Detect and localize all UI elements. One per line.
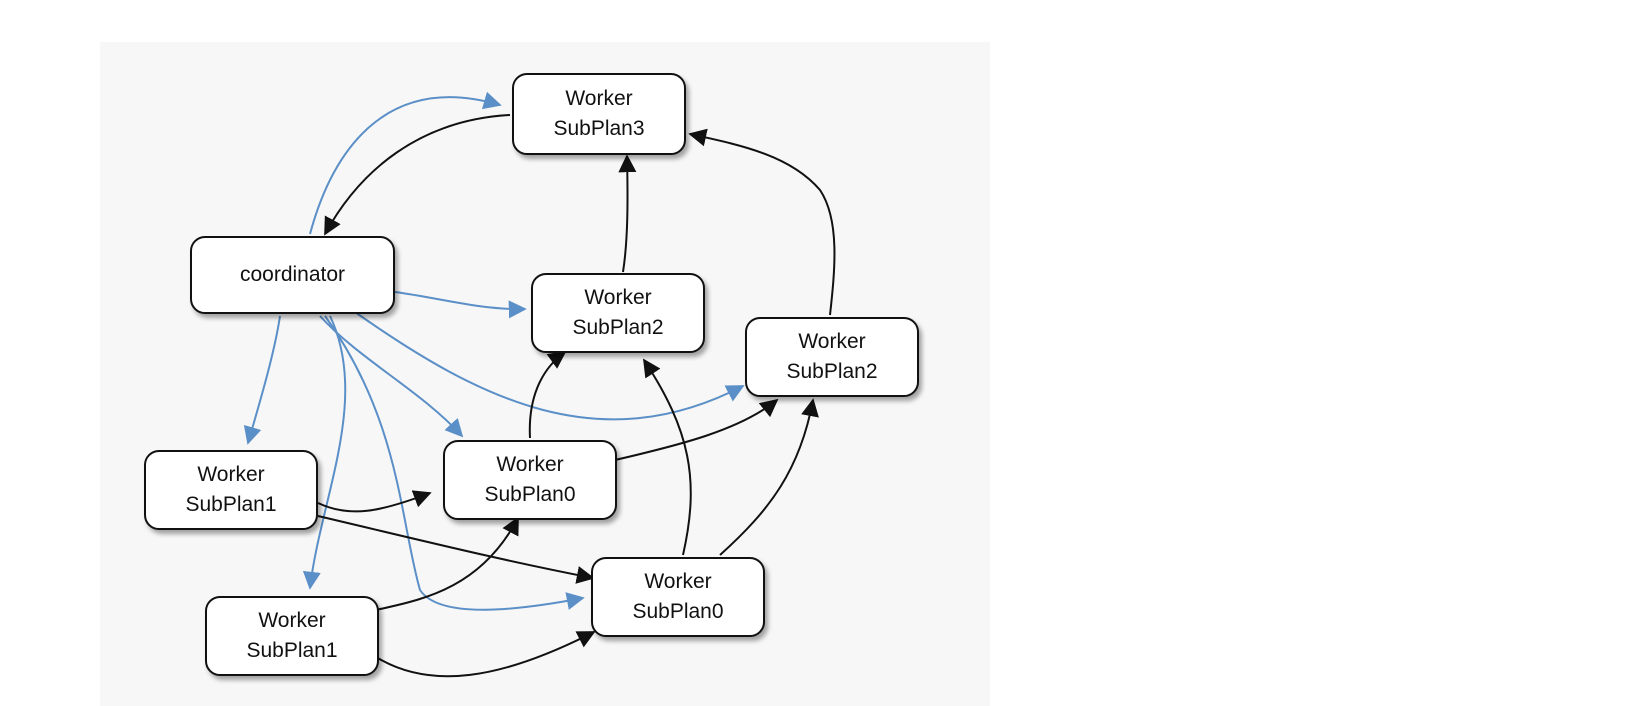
- edge-w3-coord: [324, 114, 511, 236]
- node-worker-subplan0-b[interactable]: Worker SubPlan0: [591, 557, 765, 637]
- node-line: SubPlan2: [786, 360, 878, 383]
- node-line: Worker: [496, 453, 564, 476]
- edge-coord-w3: [309, 91, 502, 235]
- node-line: Worker: [584, 286, 652, 309]
- node-worker-subplan3[interactable]: Worker SubPlan3: [512, 73, 686, 155]
- node-line: Worker: [197, 463, 265, 486]
- edge-coord-w0b: [324, 315, 585, 611]
- edge-w1b-w0b: [375, 631, 596, 678]
- edge-w0b-w2a: [643, 358, 692, 556]
- node-line: SubPlan0: [632, 600, 724, 623]
- node-worker-subplan1-b[interactable]: Worker SubPlan1: [205, 596, 379, 676]
- edge-w1a-w0b: [317, 515, 595, 584]
- edge-w2a-w3: [618, 154, 637, 273]
- node-line: Worker: [258, 609, 326, 632]
- node-coordinator[interactable]: coordinator: [190, 236, 395, 314]
- node-worker-subplan2-a[interactable]: Worker SubPlan2: [531, 273, 705, 353]
- node-line: coordinator: [239, 263, 346, 286]
- node-worker-subplan2-b[interactable]: Worker SubPlan2: [745, 317, 919, 397]
- node-worker-subplan1-a[interactable]: Worker SubPlan1: [144, 450, 318, 530]
- edge-coord-w2a: [394, 291, 527, 319]
- edge-w0b-w2b: [719, 398, 819, 556]
- node-line: SubPlan2: [572, 316, 664, 339]
- edge-coord-w0a: [319, 315, 464, 438]
- node-line: SubPlan3: [553, 117, 645, 140]
- edge-coord-w1a: [243, 315, 281, 445]
- edge-w0a-w2a: [528, 350, 567, 439]
- node-line: Worker: [565, 87, 633, 110]
- node-worker-subplan0-a[interactable]: Worker SubPlan0: [443, 440, 617, 520]
- node-line: Worker: [798, 330, 866, 353]
- edge-coord-w2b: [354, 311, 745, 421]
- edge-w0a-w2b: [614, 398, 779, 461]
- edge-w2b-w3: [688, 128, 836, 316]
- node-line: SubPlan1: [246, 639, 338, 662]
- edge-coord-w1b: [302, 315, 347, 590]
- node-line: SubPlan0: [484, 483, 576, 506]
- node-line: Worker: [644, 570, 712, 593]
- edge-w1b-w0a: [375, 516, 519, 611]
- node-line: SubPlan1: [185, 493, 277, 516]
- edge-w1a-w0a: [317, 490, 432, 513]
